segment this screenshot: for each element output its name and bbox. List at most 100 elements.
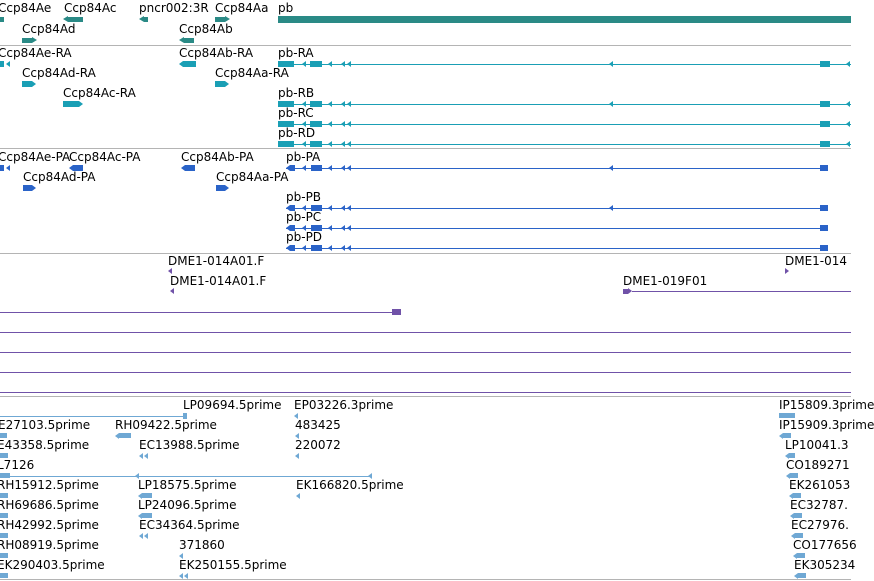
clone-label[interactable]: DME1-014A01.F: [168, 254, 265, 268]
transcript-label[interactable]: pb-RA: [278, 46, 314, 60]
protein-glyph[interactable]: [225, 185, 229, 191]
est-label[interactable]: EC13988.5prime: [139, 438, 240, 452]
protein-glyph[interactable]: [69, 165, 73, 171]
est-glyph[interactable]: [797, 553, 805, 558]
est-label[interactable]: IP15809.3prime: [779, 398, 874, 412]
est-glyph[interactable]: [142, 513, 152, 518]
gene-glyph[interactable]: [144, 17, 148, 22]
gene-label[interactable]: pncr002:3R: [139, 1, 209, 15]
protein-exon[interactable]: [820, 205, 828, 211]
protein-exon[interactable]: [820, 245, 828, 251]
gene-label[interactable]: Ccp84Ac: [64, 1, 117, 15]
est-label[interactable]: EK250155.5prime: [179, 558, 287, 572]
est-glyph[interactable]: [793, 493, 801, 498]
clone-glyph[interactable]: [623, 289, 628, 294]
gene-label[interactable]: Ccp84Ab: [179, 22, 233, 36]
est-label[interactable]: CO189271: [786, 458, 850, 472]
clone-glyph[interactable]: [168, 268, 172, 274]
est-label[interactable]: 371860: [179, 538, 225, 552]
transcript-exon[interactable]: [310, 141, 322, 147]
est-glyph[interactable]: [294, 413, 298, 419]
est-glyph[interactable]: [295, 453, 299, 459]
protein-exon[interactable]: [820, 225, 828, 231]
protein-glyph[interactable]: [216, 185, 225, 191]
clone-glyph[interactable]: [628, 288, 632, 294]
transcript-glyph[interactable]: [6, 61, 10, 67]
protein-exon[interactable]: [820, 165, 828, 171]
transcript-exon[interactable]: [820, 61, 830, 67]
transcript-exon[interactable]: [278, 121, 294, 127]
protein-label[interactable]: pb-PD: [286, 230, 323, 244]
protein-label[interactable]: pb-PA: [286, 150, 321, 164]
est-glyph[interactable]: [789, 493, 793, 499]
est-glyph[interactable]: [795, 533, 803, 538]
transcript-exon[interactable]: [820, 121, 830, 127]
est-glyph[interactable]: [296, 493, 300, 499]
est-label[interactable]: E27103.5prime: [0, 418, 91, 432]
gene-label[interactable]: Ccp84Ae: [0, 1, 52, 15]
est-glyph[interactable]: [139, 453, 143, 459]
transcript-glyph[interactable]: [32, 81, 36, 87]
transcript-glyph[interactable]: [179, 61, 183, 67]
est-glyph[interactable]: [0, 453, 8, 458]
transcript-exon[interactable]: [278, 101, 294, 107]
est-glyph[interactable]: [779, 433, 783, 439]
est-glyph[interactable]: [0, 493, 8, 498]
transcript-glyph[interactable]: [22, 81, 32, 87]
transcript-label[interactable]: Ccp84Ad-RA: [22, 66, 96, 80]
clone-label[interactable]: DME1-014A01.F: [170, 274, 267, 288]
transcript-label[interactable]: pb-RD: [278, 126, 316, 140]
transcript-glyph[interactable]: [79, 101, 83, 107]
est-glyph[interactable]: [138, 493, 142, 499]
protein-glyph[interactable]: [181, 165, 185, 171]
gene-label[interactable]: Ccp84Ad: [22, 22, 76, 36]
transcript-glyph[interactable]: [215, 81, 225, 87]
est-glyph[interactable]: [179, 573, 183, 579]
gene-glyph[interactable]: [278, 16, 851, 23]
protein-glyph[interactable]: [23, 185, 32, 191]
protein-exon[interactable]: [290, 165, 295, 171]
est-glyph[interactable]: [785, 453, 789, 459]
est-glyph[interactable]: [0, 533, 8, 538]
protein-label[interactable]: pb-PB: [286, 190, 322, 204]
protein-label[interactable]: Ccp84Ac-PA: [69, 150, 141, 164]
transcript-exon[interactable]: [310, 121, 322, 127]
gene-glyph[interactable]: [225, 16, 230, 22]
gene-glyph[interactable]: [32, 37, 37, 43]
est-glyph[interactable]: [144, 453, 148, 459]
transcript-glyph[interactable]: [225, 81, 229, 87]
est-glyph[interactable]: [0, 473, 10, 478]
est-label[interactable]: RH09422.5prime: [115, 418, 217, 432]
transcript-exon[interactable]: [278, 61, 294, 67]
est-glyph[interactable]: [139, 533, 143, 539]
est-glyph[interactable]: [793, 553, 797, 559]
clone-glyph[interactable]: [170, 288, 174, 294]
protein-glyph[interactable]: [73, 165, 83, 171]
est-glyph[interactable]: [794, 513, 802, 518]
protein-exon[interactable]: [290, 225, 295, 231]
est-label[interactable]: EK166820.5prime: [296, 478, 404, 492]
transcript-label[interactable]: Ccp84Ae-RA: [0, 46, 72, 60]
est-glyph[interactable]: [790, 473, 798, 478]
transcript-label[interactable]: Ccp84Aa-RA: [215, 66, 289, 80]
est-label[interactable]: E43358.5prime: [0, 438, 90, 452]
est-glyph[interactable]: [135, 473, 139, 479]
est-label[interactable]: RH69686.5prime: [0, 498, 99, 512]
gene-label[interactable]: pb: [278, 1, 294, 15]
est-label[interactable]: EK305234: [794, 558, 856, 572]
est-glyph[interactable]: [368, 473, 372, 479]
transcript-label[interactable]: pb-RC: [278, 106, 314, 120]
est-label[interactable]: LP24096.5prime: [138, 498, 237, 512]
gene-glyph[interactable]: [184, 38, 194, 43]
protein-glyph[interactable]: [32, 185, 36, 191]
est-glyph[interactable]: [798, 573, 806, 578]
est-glyph[interactable]: [790, 513, 794, 519]
est-label[interactable]: LP09694.5prime: [183, 398, 282, 412]
clone-glyph[interactable]: [392, 309, 401, 315]
est-glyph[interactable]: [789, 453, 795, 458]
est-glyph[interactable]: [142, 493, 152, 498]
est-label[interactable]: RH42992.5prime: [0, 518, 99, 532]
gene-glyph[interactable]: [63, 16, 68, 22]
clone-glyph[interactable]: [785, 268, 789, 274]
protein-exon[interactable]: [311, 165, 322, 171]
